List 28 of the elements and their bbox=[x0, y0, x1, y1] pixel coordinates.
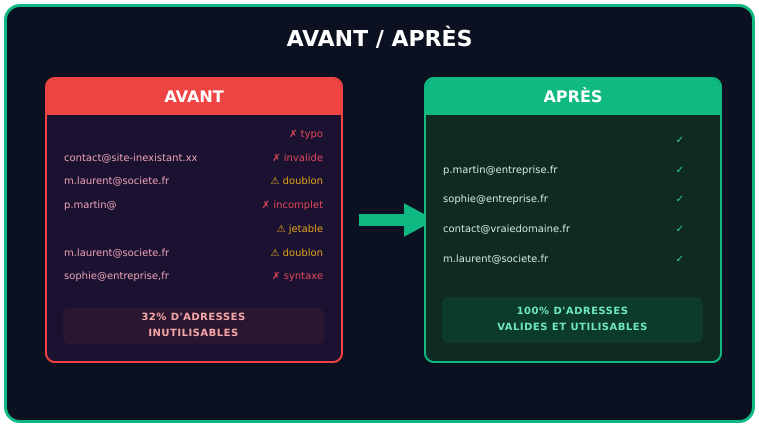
email-text: m.laurent@societe.fr bbox=[64, 246, 170, 260]
check-mark: ✓ bbox=[676, 164, 684, 178]
status-text: ✗ incomplet bbox=[262, 199, 323, 214]
email-text: sophie@entreprise,fr bbox=[64, 270, 169, 284]
email-text: contact@site-inexistant.xx bbox=[64, 152, 198, 166]
status-text: ⚠ jetable bbox=[276, 222, 323, 237]
diagram-title: AVANT / APRÈS bbox=[286, 27, 474, 52]
email-text: p.martin@entreprise.fr bbox=[443, 164, 558, 178]
email-text: sophie@entreprise.fr bbox=[443, 193, 548, 208]
status-text: ⚠ doublon bbox=[270, 246, 323, 260]
check-mark: ✓ bbox=[676, 134, 684, 148]
status-text: ⚠ doublon bbox=[270, 175, 323, 190]
panel-heading: APRÈS bbox=[426, 79, 720, 115]
status-text: ✗ invalide bbox=[272, 152, 323, 166]
before-panel bbox=[45, 77, 343, 363]
email-text: m.laurent@societe.fr bbox=[64, 175, 170, 190]
status-text: ✗ syntaxe bbox=[272, 270, 323, 284]
email-text: m.laurent@societe.fr bbox=[443, 252, 548, 267]
check-mark: ✓ bbox=[676, 223, 684, 238]
email-text: contact@vraiedomaine.fr bbox=[443, 223, 570, 238]
summary-box: 32% D'ADRESSES INUTILISABLES bbox=[63, 308, 324, 344]
after-panel bbox=[424, 77, 722, 363]
email-text: p.martin@ bbox=[64, 199, 117, 214]
check-mark: ✓ bbox=[676, 193, 684, 208]
summary-box: 100% D'ADRESSES VALIDES ET UTILISABLES bbox=[442, 297, 703, 343]
status-text: ✗ typo bbox=[289, 128, 323, 142]
panel-heading: AVANT bbox=[47, 79, 341, 115]
check-mark: ✓ bbox=[676, 252, 684, 267]
